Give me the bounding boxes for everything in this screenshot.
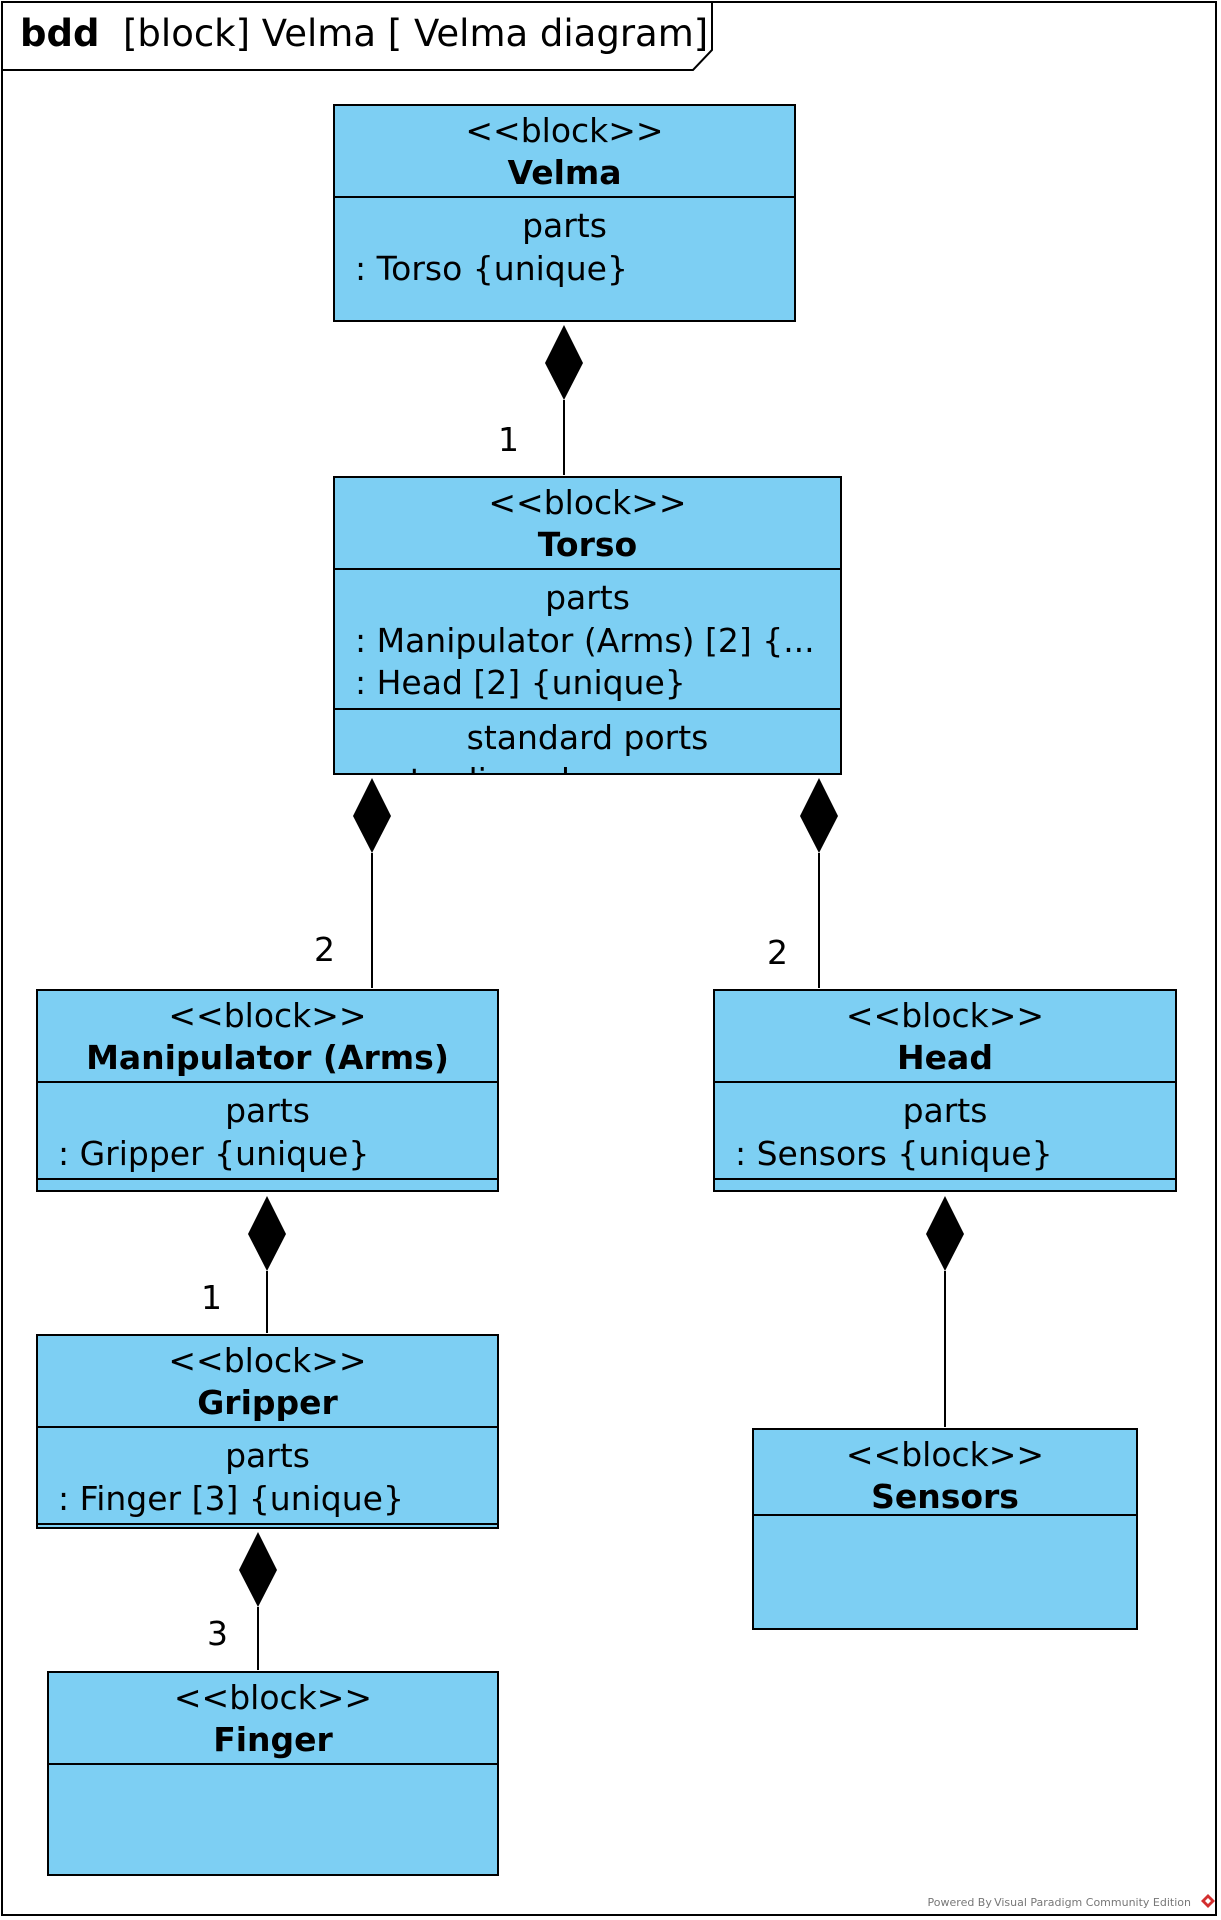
block-torso[interactable]: <<block>> Torso parts : Manipulator (Arm… <box>333 476 842 775</box>
ports-compartment-title: standard ports <box>466 718 709 757</box>
frame-tab <box>2 2 713 71</box>
stereotype-label: <<block>> <box>168 996 367 1035</box>
block-header: <<block>> Gripper <box>38 1336 497 1428</box>
link-torso-head[interactable] <box>800 778 838 988</box>
compartment-divider <box>715 1178 1175 1180</box>
block-gripper[interactable]: <<block>> Gripper parts : Finger [3] {un… <box>36 1334 499 1529</box>
compartment-divider <box>335 708 840 710</box>
block-name: Gripper <box>197 1383 338 1422</box>
block-name: Velma <box>507 153 622 192</box>
frame-title: bdd [block] Velma [ Velma diagram] <box>20 12 708 55</box>
stereotype-label: <<block>> <box>168 1341 367 1380</box>
link-torso-arms[interactable] <box>353 778 391 988</box>
block-header: <<block>> Sensors <box>754 1430 1136 1516</box>
block-finger[interactable]: <<block>> Finger <box>47 1671 499 1876</box>
block-header: <<block>> Manipulator (Arms) <box>38 991 497 1083</box>
composite-diamond-icon <box>926 1196 964 1271</box>
block-name: Torso <box>537 525 638 564</box>
part-property: : Manipulator (Arms) [2] {... <box>355 621 815 660</box>
stereotype-label: <<block>> <box>845 996 1045 1035</box>
stereotype-label: <<block>> <box>488 483 687 522</box>
block-name: Manipulator (Arms) <box>86 1038 449 1077</box>
block-sensors[interactable]: <<block>> Sensors <box>752 1428 1138 1630</box>
block-manipulator-arms[interactable]: <<block>> Manipulator (Arms) parts : Gri… <box>36 989 499 1192</box>
part-property: : Head [2] {unique} <box>355 663 686 702</box>
parts-compartment-title: parts <box>522 206 607 245</box>
block-header: <<block>> Finger <box>49 1673 497 1765</box>
compartment-divider <box>38 1178 497 1180</box>
multiplicity-torso: 1 <box>498 420 519 459</box>
block-name: Sensors <box>871 1477 1019 1516</box>
link-velma-torso[interactable] <box>545 325 583 475</box>
multiplicity-finger: 3 <box>207 1614 228 1653</box>
block-name: Finger <box>213 1720 333 1759</box>
stereotype-label: <<block>> <box>845 1435 1045 1474</box>
stereotype-label: <<block>> <box>465 111 664 150</box>
powered-by-footer: Powered By Visual Paradigm Community Edi… <box>927 1896 1191 1909</box>
part-property: : Gripper {unique} <box>58 1134 370 1173</box>
compartment-divider <box>38 1523 497 1525</box>
stereotype-label: <<block>> <box>173 1678 373 1717</box>
block-velma[interactable]: <<block>> Velma parts : Torso {unique} <box>333 104 796 322</box>
visual-paradigm-logo-icon <box>1201 1894 1215 1908</box>
block-header: <<block>> Velma <box>335 106 794 198</box>
part-property: : Torso {unique} <box>355 249 628 288</box>
parts-compartment-title: parts <box>545 578 630 617</box>
block-header: <<block>> Head <box>715 991 1175 1083</box>
composite-diamond-icon <box>239 1532 277 1607</box>
link-gripper-finger[interactable] <box>239 1532 277 1670</box>
parts-compartment-title: parts <box>225 1091 310 1130</box>
block-name: Head <box>897 1038 993 1077</box>
frame-name: [block] Velma [ Velma diagram] <box>123 12 709 55</box>
clipped-port-text: ports clipped <box>355 760 570 773</box>
frame-kind: bdd <box>20 12 100 55</box>
link-arms-gripper[interactable] <box>248 1196 286 1333</box>
block-header: <<block>> Torso <box>335 478 840 570</box>
multiplicity-gripper: 1 <box>201 1278 222 1317</box>
composite-diamond-icon <box>545 325 583 400</box>
multiplicity-arms: 2 <box>314 930 335 969</box>
link-head-sensors[interactable] <box>926 1196 964 1427</box>
block-head[interactable]: <<block>> Head parts : Sensors {unique} <box>713 989 1177 1192</box>
composite-diamond-icon <box>353 778 391 853</box>
part-property: : Finger [3] {unique} <box>58 1479 404 1518</box>
multiplicity-head: 2 <box>767 933 788 972</box>
parts-compartment-title: parts <box>902 1091 988 1130</box>
composite-diamond-icon <box>248 1196 286 1271</box>
parts-compartment-title: parts <box>225 1436 310 1475</box>
composite-diamond-icon <box>800 778 838 853</box>
part-property: : Sensors {unique} <box>735 1134 1053 1173</box>
